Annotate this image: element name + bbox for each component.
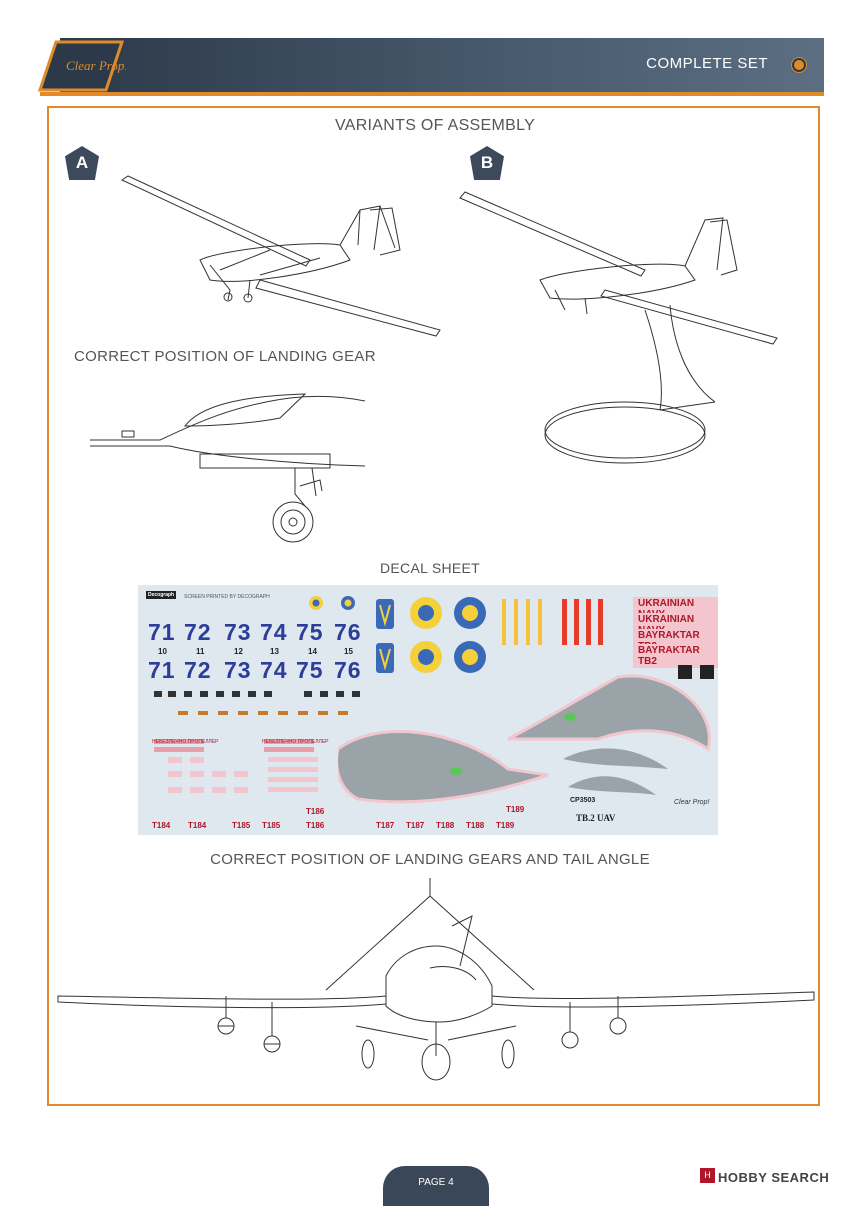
drone-front-view-drawing <box>57 878 815 1081</box>
decal-code: CP3503 <box>570 797 596 804</box>
page-number-tab: PAGE 4 <box>383 1166 489 1206</box>
black-square-decals <box>678 665 714 679</box>
content-frame <box>47 106 820 1106</box>
t184-decal: T184 <box>188 821 207 830</box>
trident-emblem-icons <box>376 599 394 673</box>
decal-sheet: Decograph SCREEN PRINTED BY DECOGRAPH 71… <box>138 585 718 835</box>
t184-decal: T184 <box>152 821 171 830</box>
nose-landing-gear-drawing <box>90 393 366 543</box>
t185-decal: T185 <box>232 821 251 830</box>
printed-by-label: SCREEN PRINTED BY DECOGRAPH <box>184 594 270 600</box>
propeller-warning: НЕБЕЗПЕЧНО ПРОПЕЛЛЕР <box>152 739 219 745</box>
t187-decal: T187 <box>406 821 425 830</box>
decal-model: TB.2 UAV <box>576 813 616 823</box>
placard-decals <box>168 757 318 793</box>
tail-number: 72 <box>184 657 212 683</box>
decal-index: 15 <box>344 647 353 656</box>
landing-gear-title: CORRECT POSITION OF LANDING GEAR <box>74 348 376 365</box>
logo-text: Clear Prop! <box>66 58 126 73</box>
hobby-search-watermark: HOBBY SEARCH <box>718 1170 830 1185</box>
header-bar <box>60 38 824 92</box>
decal-clear-prop-logo: Clear Prop! <box>674 799 710 806</box>
decograph-brand: Decograph <box>146 591 177 599</box>
decal-index: 12 <box>234 647 243 656</box>
page-header-title: COMPLETE SET <box>646 55 768 72</box>
decal-index: 13 <box>270 647 279 656</box>
tail-number: 76 <box>334 657 362 683</box>
hobby-search-icon: H <box>700 1168 715 1183</box>
small-roundels <box>309 596 355 610</box>
t186-decal: T186 <box>306 807 325 816</box>
gears-tail-title: CORRECT POSITION OF LANDING GEARS AND TA… <box>210 851 650 868</box>
tail-stripe-decals <box>502 599 603 645</box>
tail-number: 74 <box>260 619 288 645</box>
decal-index: 10 <box>158 647 167 656</box>
drone-variant-b-on-stand-drawing <box>459 191 778 464</box>
t185-decal: T185 <box>262 821 281 830</box>
t188-decal: T188 <box>436 821 455 830</box>
drone-variant-a-drawing <box>120 175 441 337</box>
tail-number: 72 <box>184 619 212 645</box>
tail-number: 76 <box>334 619 362 645</box>
tail-number: 73 <box>224 619 252 645</box>
large-roundels <box>410 597 486 673</box>
tail-number: 73 <box>224 657 252 683</box>
tail-number: 71 <box>148 657 176 683</box>
bayraktar-decal: BAYRAKTAR TB2 <box>633 644 718 668</box>
bird-nose-art-decals <box>338 674 711 804</box>
header-dot-icon <box>794 60 804 70</box>
propeller-warning: НЕБЕЗПЕЧНО ПРОПЕЛЛЕР <box>262 739 329 745</box>
tail-number: 75 <box>296 657 324 683</box>
t188-decal: T188 <box>466 821 485 830</box>
tail-number: 71 <box>148 619 176 645</box>
t187-decal: T187 <box>376 821 395 830</box>
t189-decal: T189 <box>506 805 525 814</box>
decal-index: 14 <box>308 647 317 656</box>
tail-number: 74 <box>260 657 288 683</box>
decal-index: 11 <box>196 647 205 656</box>
t186-decal: T186 <box>306 821 325 830</box>
t189-decal: T189 <box>496 821 515 830</box>
small-marking-decals <box>154 691 360 752</box>
clear-prop-logo: Clear Prop! <box>37 40 126 92</box>
decal-sheet-title: DECAL SHEET <box>379 560 481 576</box>
variants-title: VARIANTS OF ASSEMBLY <box>334 117 536 134</box>
tail-number: 75 <box>296 619 324 645</box>
header-accent-line <box>40 92 824 96</box>
